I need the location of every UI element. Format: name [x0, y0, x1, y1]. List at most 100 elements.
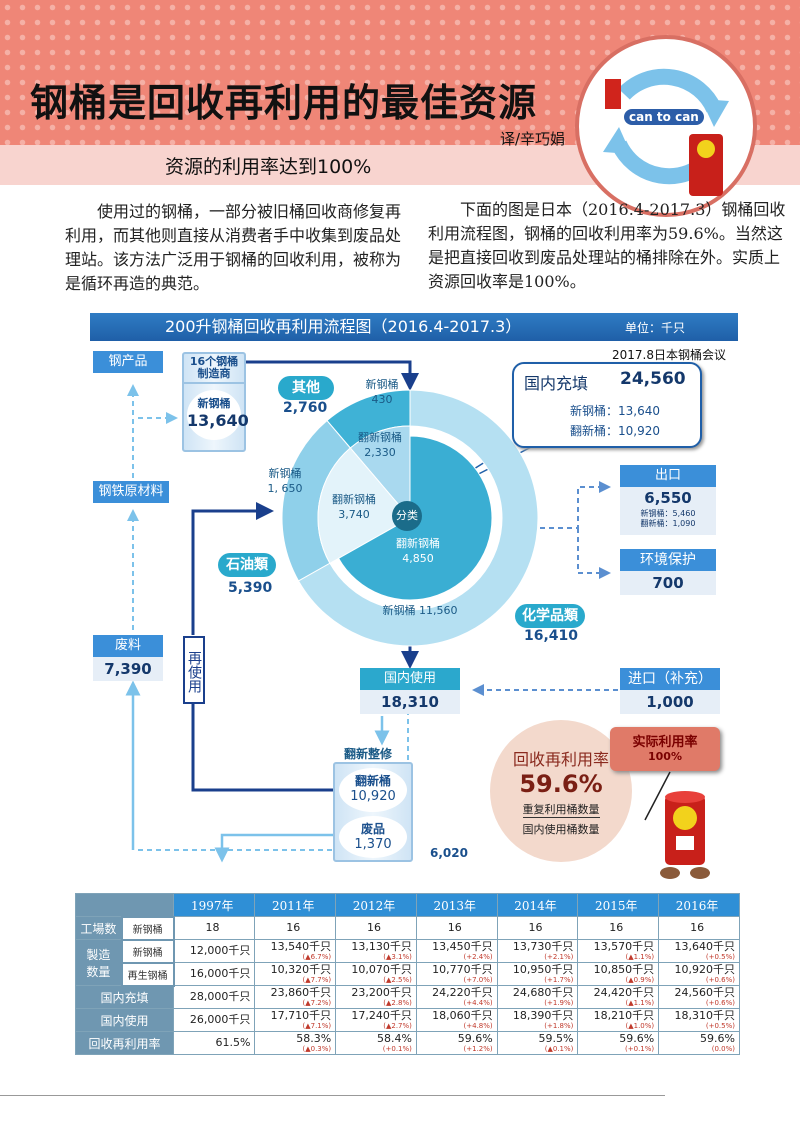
table-cell: 26,000千只	[173, 1008, 256, 1032]
flow-title: 200升钢桶回收再利用流程图（2016.4-2017.3）	[90, 313, 738, 341]
table-cell: 18,310千只(+0.5%)	[658, 1008, 740, 1032]
renovation-drum: 翻新桶 10,920 废品 1,370	[333, 762, 413, 862]
year-header: 2011年	[254, 893, 337, 917]
table-cell: 58.3%(▲0.3%)	[254, 1031, 337, 1055]
actual-rate-badge: 实际利用率 100%	[610, 727, 720, 771]
export-value: 6,550	[644, 489, 692, 507]
cell-change: (+1.8%)	[544, 1022, 574, 1030]
paragraph-right: 下面的图是日本（2016.4-2017.3）钢桶回收利用流程图，钢桶的回收利用率…	[428, 200, 786, 291]
cell-change: (+1.2%)	[463, 1045, 493, 1053]
year-header: 2013年	[415, 893, 498, 917]
can-to-can-logo: can to can	[575, 35, 757, 217]
cell-value: 13,730千只	[512, 940, 574, 953]
cell-value: 24,560千只	[674, 986, 736, 999]
rate-denominator: 国内使用桶数量	[522, 823, 600, 836]
table-cell: 10,950千只(+1.7%)	[496, 962, 579, 986]
recycle-rate-circle: 回收再利用率 59.6% 重复利用桶数量 国内使用桶数量	[490, 720, 632, 862]
row-label: 回收再利用率	[74, 1031, 175, 1055]
table-cell: 10,070千只(▲2.5%)	[335, 962, 417, 986]
scrap-value: 7,390	[93, 657, 163, 681]
table-cell: 13,570千只(▲1.1%)	[577, 939, 660, 963]
cell-value: 18,060千只	[432, 1009, 493, 1022]
cell-value: 10,850千只	[593, 963, 655, 976]
waste-label: 废品	[360, 822, 385, 836]
cell-value: 16,000千只	[189, 967, 251, 980]
cell-value: 18,210千只	[593, 1009, 655, 1022]
export-reno: 翻新桶：1,090	[640, 519, 696, 528]
table-cell: 59.6%(0.0%)	[658, 1031, 740, 1055]
maker-sub: 新钢桶	[197, 397, 231, 410]
table-cell: 18	[173, 916, 256, 940]
export-label: 出口	[620, 465, 716, 487]
cell-value: 24,680千只	[512, 986, 574, 999]
slice-label: 翻新钢桶	[396, 537, 440, 550]
cell-change: (▲1.1%)	[625, 953, 655, 961]
reuse-label: 再使用	[183, 636, 205, 704]
domestic-filling-callout: 国内充填 24,560 新钢桶：13,640 翻新桶：10,920	[512, 362, 702, 448]
cell-value: 58.3%	[296, 1032, 332, 1045]
cell-value: 59.6%	[700, 1032, 735, 1045]
cell-value: 23,200千只	[351, 986, 412, 999]
reno-label: 翻新桶	[354, 774, 391, 788]
rate-numerator: 重复利用桶数量	[522, 803, 600, 818]
row-label: 国内充填	[74, 985, 175, 1009]
cell-change: (▲1.0%)	[625, 1022, 655, 1030]
cell-value: 17,240千只	[351, 1009, 412, 1022]
cell-value: 13,570千只	[593, 940, 655, 953]
slice-label: 新钢桶	[268, 467, 302, 480]
cell-value: 28,000千只	[189, 990, 251, 1003]
oil-value: 5,390	[228, 580, 273, 596]
row-sublabel: 新钢桶	[120, 938, 175, 964]
cell-value: 18,310千只	[674, 1009, 736, 1022]
classification-pie	[281, 389, 539, 647]
cell-value: 16	[609, 921, 624, 934]
center-classify: 分类	[392, 501, 422, 531]
raw-material-box: 钢铁原材料	[93, 481, 169, 503]
actual-label: 实际利用率	[632, 735, 698, 750]
filling-value: 24,560	[620, 369, 686, 389]
slice-value: 430	[371, 393, 393, 406]
table-cell: 16	[658, 916, 740, 940]
cell-value: 16	[367, 921, 382, 934]
table-cell: 16	[496, 916, 579, 940]
table-cell: 10,850千只(▲0.9%)	[577, 962, 660, 986]
cell-value: 18	[205, 921, 220, 934]
pie-label-oil-new: 新钢桶 1, 650	[256, 466, 314, 496]
table-cell: 17,240千只(▲2.7%)	[335, 1008, 417, 1032]
import-value: 1,000	[620, 690, 720, 714]
cell-change: (+0.1%)	[382, 1045, 412, 1053]
import-label: 进口（补充）	[620, 668, 720, 690]
slice-value: 1, 650	[267, 482, 303, 495]
slice-label: 新钢桶	[365, 378, 399, 391]
filling-reno: 翻新桶：10,920	[570, 424, 660, 438]
table-cell: 17,710千只(▲7.1%)	[254, 1008, 337, 1032]
year-header: 2014年	[496, 893, 579, 917]
domestic-use-label: 国内使用	[360, 668, 460, 690]
slice-label: 翻新钢桶	[358, 431, 402, 444]
cell-change: (0.0%)	[711, 1045, 735, 1053]
renovation-title: 翻新整修	[344, 747, 393, 761]
table-cell: 13,450千只(+2.4%)	[415, 939, 498, 963]
footer-divider	[0, 1095, 665, 1096]
cell-change: (▲6.7%)	[302, 953, 332, 961]
cell-value: 24,420千只	[593, 986, 655, 999]
table-cell: 23,860千只(▲7.2%)	[254, 985, 337, 1009]
table-cell: 61.5%	[173, 1031, 256, 1055]
steel-products-box: 钢产品	[93, 351, 163, 373]
subtitle: 资源的利用率达到100%	[165, 156, 372, 178]
pie-slice-inner	[317, 447, 411, 564]
env-label: 环境保护	[620, 549, 716, 571]
rate-value: 59.6%	[519, 770, 603, 798]
reno-value: 10,920	[350, 789, 396, 804]
row-sublabel: 新钢桶	[120, 915, 175, 941]
source-label: 2017.8日本钢桶会议	[612, 348, 726, 362]
row-label-2: 数量	[86, 964, 111, 979]
waste-value: 1,370	[354, 837, 392, 852]
